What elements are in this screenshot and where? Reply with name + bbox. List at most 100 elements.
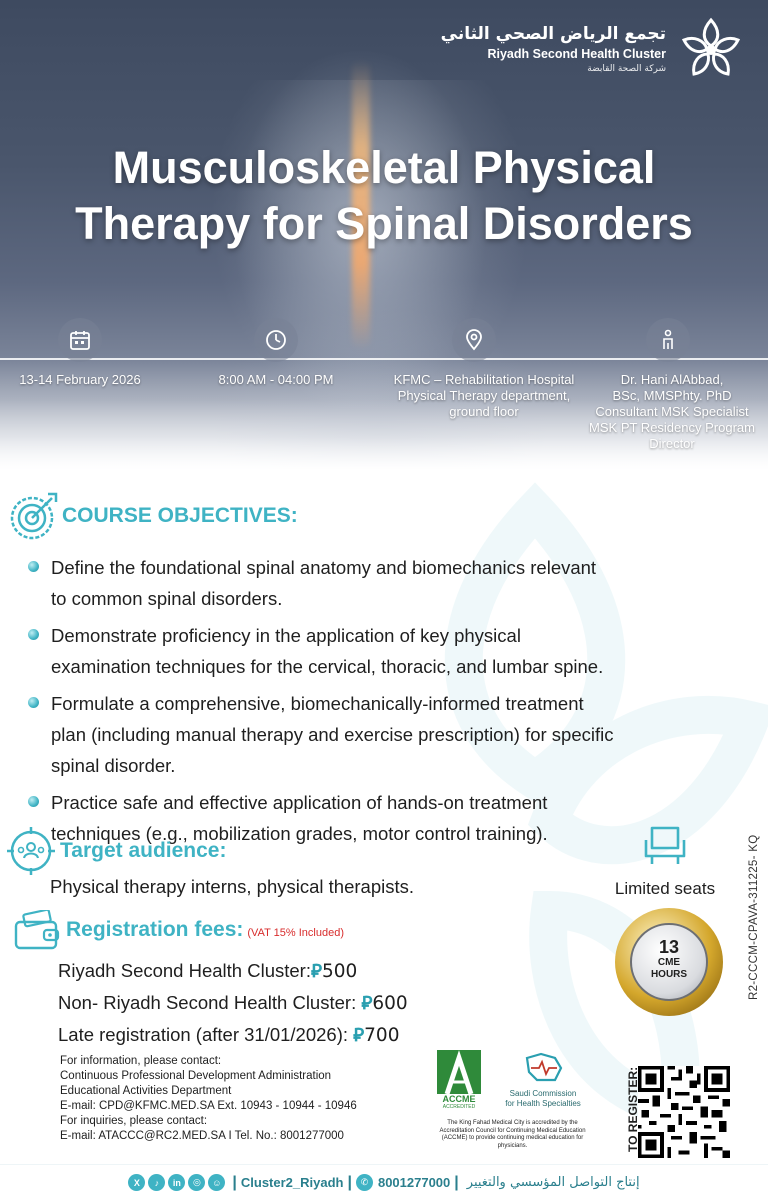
scfhs-map-icon bbox=[525, 1052, 563, 1082]
objectives-header: COURSE OBJECTIVES: bbox=[8, 490, 298, 542]
cme-label: CME bbox=[657, 957, 681, 968]
objective-text: spinal disorder. bbox=[51, 755, 176, 776]
cluster-emblem-icon bbox=[681, 17, 741, 76]
title-line-1: Musculoskeletal Physical bbox=[112, 142, 656, 193]
cme-badge: 13 CME HOURS bbox=[615, 908, 723, 1016]
footer-phone[interactable]: 8001277000 bbox=[377, 1175, 451, 1190]
social-handle[interactable]: Cluster2_Riyadh bbox=[240, 1175, 344, 1190]
event-speaker: Dr. Hani AlAbbad, BSc, MMSPhty. PhD Cons… bbox=[584, 372, 760, 452]
divider: | bbox=[347, 1173, 352, 1191]
audience-header: Target audience: bbox=[6, 826, 226, 876]
target-icon bbox=[10, 492, 58, 540]
event-date: 13-14 February 2026 bbox=[19, 372, 141, 387]
cme-hours-label: HOURS bbox=[650, 969, 688, 980]
speaker-line: MSK PT Residency Program bbox=[589, 420, 755, 435]
location-pin-icon bbox=[452, 318, 496, 362]
objective-text: to common spinal disorders. bbox=[51, 588, 283, 609]
contact-line: Continuous Professional Development Admi… bbox=[60, 1070, 332, 1082]
objective-text: Practice safe and effective application … bbox=[51, 792, 548, 813]
org-name-en: Riyadh Second Health Cluster bbox=[487, 47, 666, 61]
speaker-line: Consultant MSK Specialist bbox=[595, 404, 749, 419]
contact-line: For information, please contact: bbox=[60, 1055, 222, 1067]
event-time: 8:00 AM - 04:00 PM bbox=[218, 372, 334, 387]
fee-row: Non- Riyadh Second Health Cluster: ⃁600 bbox=[58, 987, 408, 1019]
objective-text: plan (including manual therapy and exerc… bbox=[51, 724, 614, 745]
footer-slogan-ar: إنتاج التواصل المؤسسي والتغيير bbox=[466, 1175, 640, 1190]
audience-target-icon bbox=[7, 827, 55, 875]
fees-title: Registration fees: bbox=[66, 918, 244, 941]
list-item: Formulate a comprehensive, biomechanical… bbox=[28, 688, 708, 781]
riyal-symbol: ⃁ bbox=[361, 992, 373, 1013]
location-line: KFMC – Rehabilitation Hospital bbox=[393, 372, 575, 387]
org-name-ar: تجمع الرياض الصحي الثاني bbox=[440, 24, 666, 44]
objectives-title: COURSE OBJECTIVES: bbox=[62, 504, 298, 527]
hero-banner bbox=[0, 0, 768, 470]
fee-row: Riyadh Second Health Cluster:⃁500 bbox=[58, 955, 408, 987]
tiktok-icon[interactable]: ♪ bbox=[148, 1174, 166, 1191]
list-item: Demonstrate proficiency in the applicati… bbox=[28, 620, 708, 682]
objectives-list: Define the foundational spinal anatomy a… bbox=[28, 552, 708, 855]
activity-code: R2-CCCM-CPAVA-311225- KQ bbox=[748, 834, 760, 1000]
instagram-icon[interactable]: ◎ bbox=[188, 1174, 206, 1191]
fee-amount: 500 bbox=[321, 961, 358, 982]
info-divider bbox=[0, 358, 768, 360]
divider: | bbox=[454, 1173, 459, 1191]
fee-label: Late registration (after 31/01/2026): bbox=[58, 1024, 354, 1045]
list-item: Practice safe and effective application … bbox=[28, 787, 708, 849]
location-line: ground floor bbox=[449, 404, 519, 419]
fee-amount: 700 bbox=[364, 1025, 400, 1046]
speaker-line: Dr. Hani AlAbbad, bbox=[620, 372, 724, 387]
wallet-icon bbox=[14, 910, 60, 950]
bullet-icon bbox=[28, 629, 39, 640]
clock-icon bbox=[254, 318, 298, 362]
scfhs-logo: Saudi Commission for Health Specialties bbox=[493, 1050, 593, 1109]
fee-label: Riyadh Second Health Cluster: bbox=[58, 960, 311, 981]
snapchat-icon[interactable]: ☺ bbox=[208, 1174, 226, 1191]
hero-fade bbox=[0, 360, 768, 470]
speaker-line: Director bbox=[649, 436, 695, 451]
cme-number: 13 bbox=[658, 937, 680, 957]
audience-title: Target audience: bbox=[60, 839, 227, 862]
fees-header: Registration fees: (VAT 15% Included) bbox=[14, 910, 344, 950]
contact-line: Educational Activities Department bbox=[60, 1085, 232, 1097]
footer-bar: X ♪ in ◎ ☺ | Cluster2_Riyadh | ✆ 8001277… bbox=[0, 1164, 768, 1200]
vat-note: (VAT 15% Included) bbox=[247, 927, 344, 939]
bullet-icon bbox=[28, 796, 39, 807]
accme-accredited: ACCREDITED bbox=[442, 1104, 476, 1110]
location-line: Physical Therapy department, bbox=[397, 388, 571, 403]
scfhs-name-1: Saudi Commission bbox=[509, 1089, 577, 1098]
linkedin-icon[interactable]: in bbox=[168, 1174, 186, 1191]
riyal-symbol: ⃁ bbox=[353, 1024, 365, 1045]
fee-amount: 600 bbox=[372, 993, 408, 1014]
page-title: Musculoskeletal Physical Therapy for Spi… bbox=[0, 140, 768, 252]
bullet-icon bbox=[28, 697, 39, 708]
org-sub-ar: شركة الصحة القابضة bbox=[587, 64, 666, 74]
x-twitter-icon[interactable]: X bbox=[128, 1174, 146, 1191]
social-links: X ♪ in ◎ ☺ bbox=[128, 1174, 228, 1191]
contact-line: For inquiries, please contact: bbox=[60, 1115, 208, 1127]
contact-line: E-mail: CPD@KFMC.MED.SA Ext. 10943 - 109… bbox=[60, 1100, 357, 1112]
limited-seats: Limited seats bbox=[600, 822, 730, 899]
scfhs-name-2: for Health Specialties bbox=[505, 1099, 581, 1108]
calendar-icon bbox=[58, 318, 102, 362]
seats-label: Limited seats bbox=[614, 879, 716, 898]
person-icon bbox=[646, 318, 690, 362]
chair-icon bbox=[644, 826, 686, 864]
speaker-line: BSc, MMSPhty. PhD bbox=[612, 388, 732, 403]
audience-text: Physical therapy interns, physical thera… bbox=[50, 876, 415, 897]
accme-word: ACCME bbox=[442, 1094, 476, 1104]
event-location: KFMC – Rehabilitation Hospital Physical … bbox=[384, 372, 584, 420]
contact-line: E-mail: ATACCC@RC2.MED.SA I Tel. No.: 80… bbox=[60, 1130, 344, 1142]
spine-glow bbox=[352, 60, 370, 350]
cluster-logo: تجمع الرياض الصحي الثاني Riyadh Second H… bbox=[441, 14, 746, 84]
objective-text: Define the foundational spinal anatomy a… bbox=[51, 557, 597, 578]
phone-icon: ✆ bbox=[355, 1174, 373, 1191]
objective-text: techniques (e.g., mobilization grades, m… bbox=[51, 823, 548, 844]
contact-info: For information, please contact: Continu… bbox=[60, 1054, 357, 1144]
accme-logo: ACCME ACCREDITED bbox=[430, 1050, 488, 1110]
divider: | bbox=[232, 1173, 237, 1191]
riyal-symbol: ⃁ bbox=[310, 960, 322, 981]
accme-mark-icon bbox=[437, 1050, 481, 1094]
registration-qr-code[interactable] bbox=[638, 1066, 730, 1158]
list-item: Define the foundational spinal anatomy a… bbox=[28, 552, 708, 614]
